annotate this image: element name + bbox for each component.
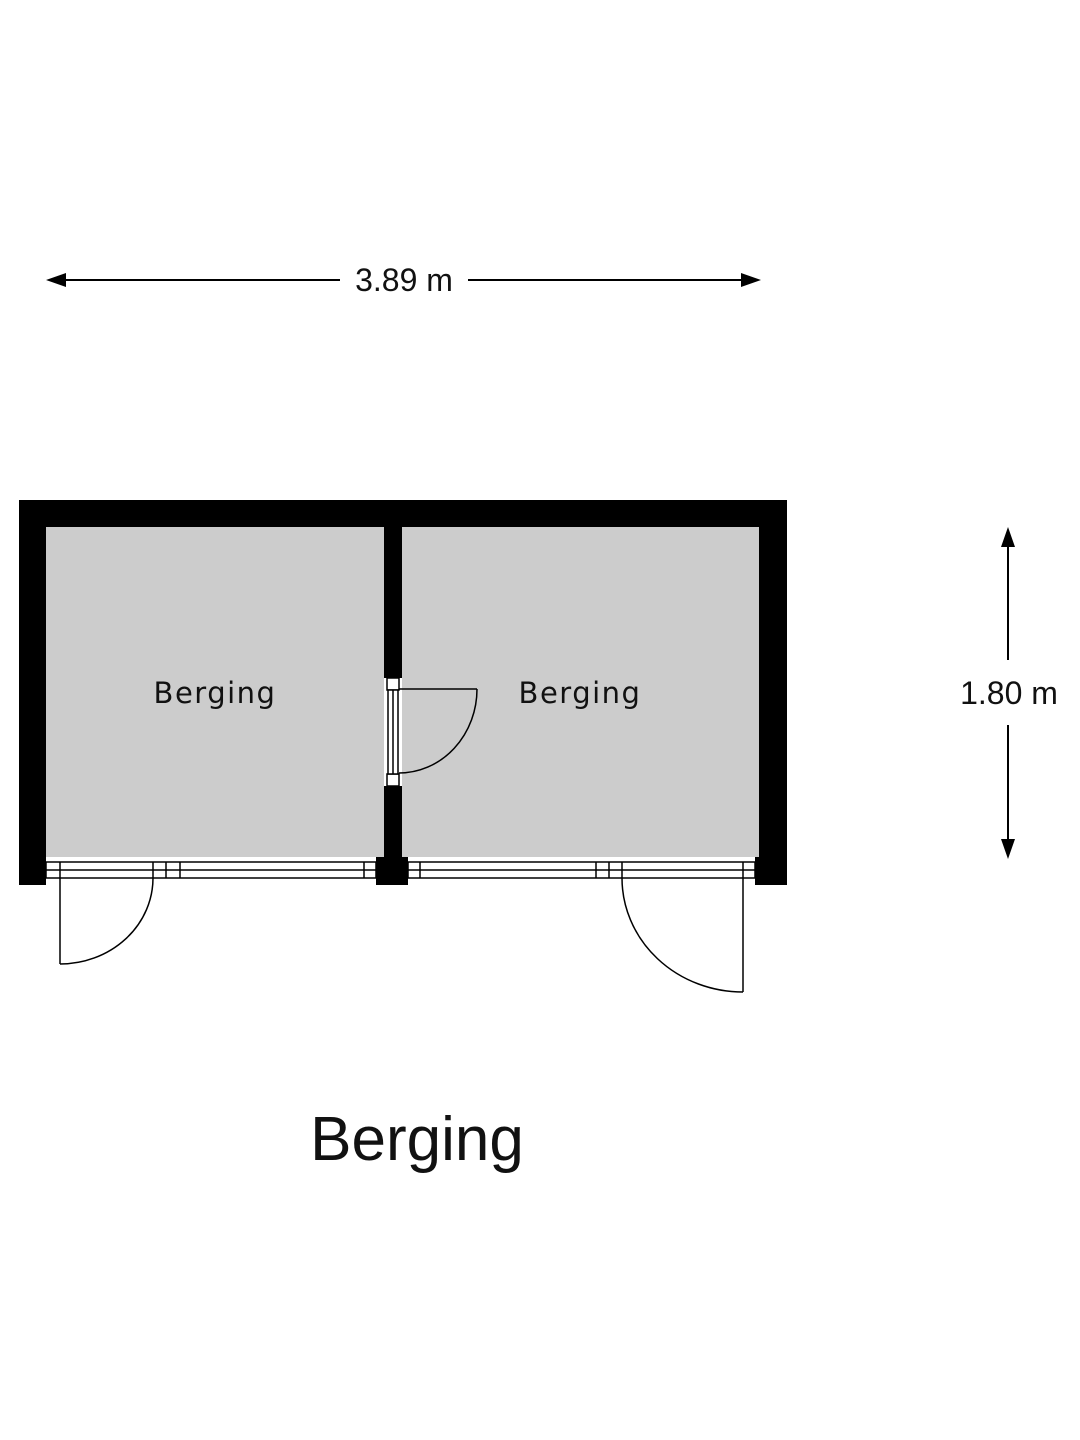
plan-title: Berging bbox=[310, 1105, 524, 1174]
wall-middle-lower bbox=[384, 786, 402, 857]
wall-left bbox=[19, 500, 46, 885]
wall-middle-upper bbox=[384, 500, 402, 678]
arrow-right-icon bbox=[741, 273, 761, 287]
floor-room-left bbox=[46, 527, 384, 857]
interior-door-swing-arc bbox=[398, 688, 478, 774]
middle-door-jamb-top bbox=[386, 677, 400, 691]
arrow-left-icon bbox=[46, 273, 66, 287]
bottom-frame-details bbox=[46, 862, 755, 878]
right-door-swing-arc bbox=[621, 877, 744, 993]
room-label-right: Berging bbox=[519, 676, 642, 710]
depth-dimension-label: 1.80 m bbox=[960, 675, 1058, 711]
depth-dimension: 1.80 m bbox=[960, 527, 1058, 859]
walls bbox=[19, 500, 787, 885]
wall-right bbox=[759, 500, 787, 885]
arrow-up-icon bbox=[1001, 527, 1015, 547]
arrow-down-icon bbox=[1001, 839, 1015, 859]
room-label-left: Berging bbox=[154, 676, 277, 710]
left-door-swing-arc bbox=[59, 877, 154, 965]
width-dimension-label: 3.89 m bbox=[355, 262, 453, 298]
door-swings bbox=[59, 688, 744, 993]
middle-door-frame bbox=[386, 677, 400, 787]
width-dimension: 3.89 m bbox=[46, 262, 761, 298]
middle-door-jamb-bottom bbox=[386, 773, 400, 787]
floor-room-right bbox=[402, 527, 759, 857]
wall-right-base bbox=[755, 857, 787, 885]
wall-middle-base bbox=[376, 857, 408, 885]
wall-top bbox=[19, 500, 787, 527]
